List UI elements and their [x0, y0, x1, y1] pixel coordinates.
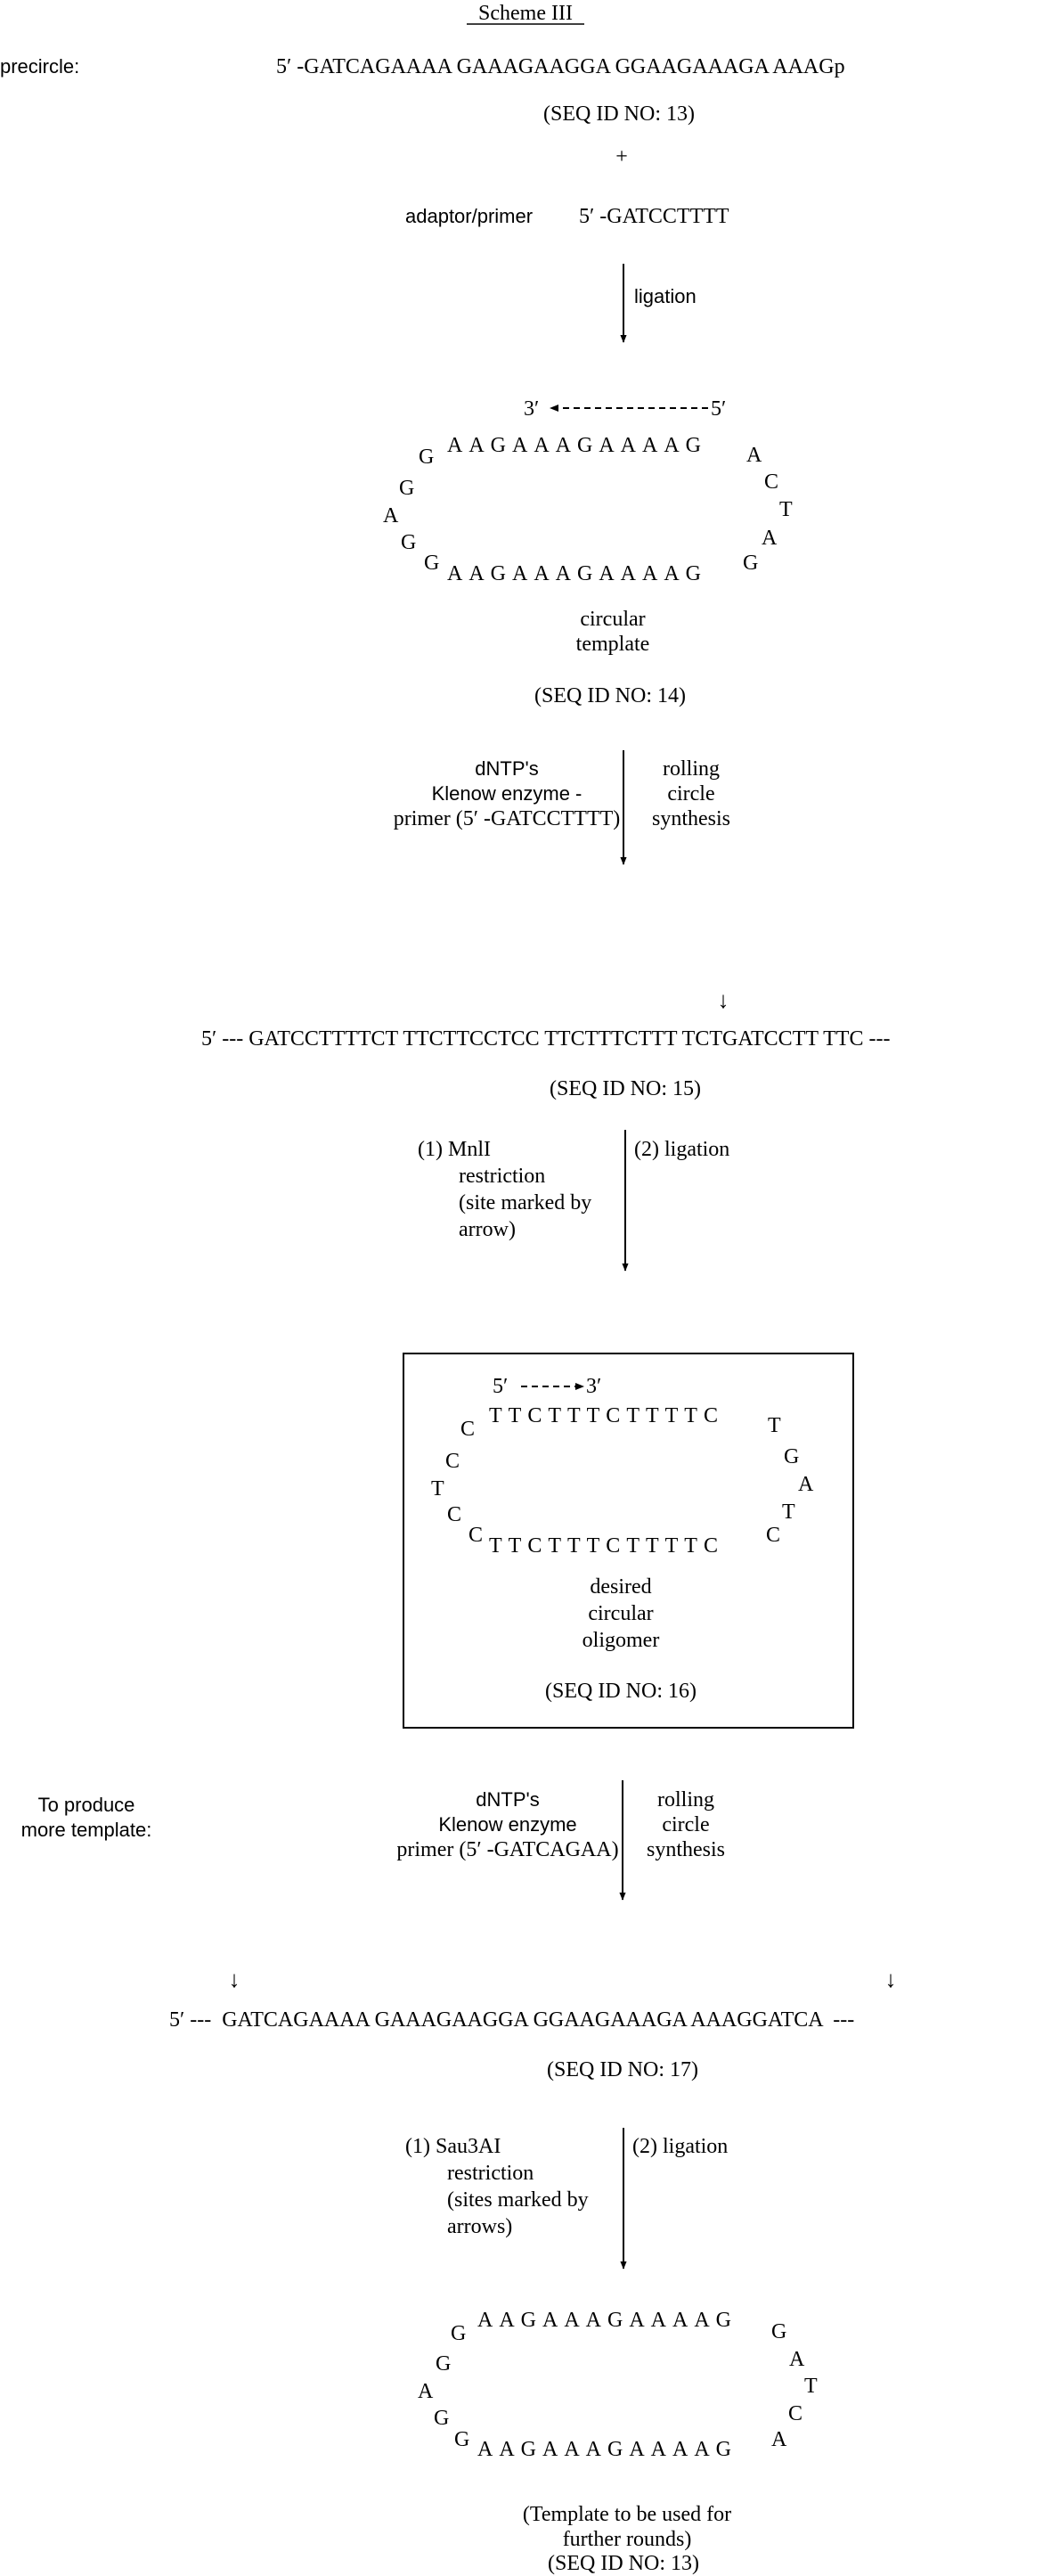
- step2-left-line3: primer (5′ -GATCCTTTT): [394, 807, 621, 830]
- product1-seq-id: (SEQ ID NO: 15): [550, 1077, 701, 1100]
- circle-template-1: 3′ 5′ AAGAAAGAAAAG AAGAAAGAAAAG G G A G …: [383, 397, 793, 585]
- circle3-right-letter: A: [789, 2348, 805, 2371]
- precircle-sequence: 5′ -GATCAGAAAA GAAAGAAGGA GGAAGAAAGA AAA…: [276, 55, 845, 78]
- circle1-bottom-strand: AAGAAAGAAAAG: [447, 562, 707, 585]
- precircle-seq-id: (SEQ ID NO: 13): [543, 102, 695, 126]
- step4-side-line1: To produce: [38, 1794, 135, 1816]
- step2-right-line1: rolling: [663, 757, 720, 781]
- circle2-caption-line2: circular: [588, 1602, 653, 1625]
- plus-sign: +: [615, 145, 628, 168]
- circle1-right-letter: T: [779, 498, 793, 521]
- step3-left-line3: (site marked by: [459, 1191, 591, 1214]
- step5-left-line4: arrows): [447, 2215, 512, 2238]
- circle1-left-letter: G: [399, 477, 414, 500]
- circle1-left-letter: G: [419, 446, 434, 469]
- circle1-right-letter: A: [746, 444, 762, 467]
- circle-oligomer: 5′ 3′ TTCTTTCTTTTC TTCTTTCTTTTC C C T C …: [431, 1375, 814, 1558]
- circle3-left-letter: A: [418, 2380, 434, 2403]
- circle-template-2: AAGAAAGAAAAG AAGAAAGAAAAG G G A G G G A …: [418, 2309, 818, 2461]
- circle2-right-letter: C: [766, 1524, 780, 1547]
- scheme-title: Scheme III: [478, 2, 573, 25]
- step3-right-label: (2) ligation: [634, 1138, 729, 1161]
- circle2-left-letter: T: [431, 1477, 444, 1501]
- step2-left-line2: Klenow enzyme -: [432, 782, 583, 805]
- circle3-left-letter: G: [436, 2352, 451, 2376]
- circle3-bottom-strand: AAGAAAGAAAAG: [477, 2438, 737, 2461]
- circle2-right-letter: T: [782, 1501, 795, 1524]
- circle1-left-letter: G: [424, 552, 439, 575]
- sau3ai-site-arrow-right: ↓: [885, 1967, 897, 1992]
- circle1-5-prime: 5′: [711, 397, 726, 421]
- step5-right-label: (2) ligation: [632, 2135, 728, 2158]
- circle3-caption-line2: further rounds): [563, 2528, 692, 2551]
- circle3-right-letter: C: [788, 2402, 803, 2425]
- step4-right-line3: synthesis: [647, 1838, 725, 1861]
- product1-sequence: 5′ --- GATCCTTTTCT TTCTTCCTCC TTCTTTCTTT…: [201, 1027, 890, 1051]
- step4-left-line2: Klenow enzyme: [438, 1813, 576, 1836]
- circle2-left-letter: C: [468, 1524, 483, 1547]
- circle2-caption-line1: desired: [590, 1575, 651, 1599]
- precircle-label: precircle:: [0, 55, 79, 78]
- circle2-left-letter: C: [445, 1450, 460, 1473]
- circle3-caption-line1: (Template to be used for: [523, 2503, 731, 2526]
- product2-seq-id: (SEQ ID NO: 17): [547, 2058, 698, 2081]
- adaptor-sequence: 5′ -GATCCTTTT: [579, 205, 729, 228]
- step4-right-line2: circle: [662, 1813, 709, 1836]
- circle3-top-strand: AAGAAAGAAAAG: [477, 2309, 737, 2332]
- step2-right-line3: synthesis: [652, 807, 730, 830]
- circle2-right-letter: A: [798, 1473, 814, 1496]
- circle3-right-letter: T: [804, 2375, 818, 2398]
- circle2-left-letter: C: [447, 1503, 461, 1526]
- step5-left-line2: restriction: [447, 2162, 534, 2185]
- circle1-seq-id: (SEQ ID NO: 14): [534, 684, 686, 707]
- circle2-left-letter: C: [460, 1418, 475, 1441]
- ligation-label: ligation: [634, 285, 697, 307]
- step3-left-line2: restriction: [459, 1165, 545, 1188]
- circle2-top-strand: TTCTTTCTTTTC: [489, 1404, 724, 1427]
- circle2-bottom-strand: TTCTTTCTTTTC: [489, 1534, 724, 1558]
- circle3-right-letter: G: [771, 2320, 786, 2343]
- sau3ai-site-arrow-left: ↓: [229, 1967, 240, 1992]
- circle1-left-letter: A: [383, 504, 399, 527]
- circle2-caption-line3: oligomer: [583, 1629, 660, 1652]
- circle3-right-letter: A: [771, 2428, 787, 2451]
- step4-side-line2: more template:: [21, 1819, 152, 1841]
- circle3-seq-id: (SEQ ID NO: 13): [548, 2552, 699, 2575]
- circle2-right-letter: G: [784, 1445, 799, 1468]
- circle1-caption-line1: circular: [580, 608, 645, 631]
- step4-right-line1: rolling: [657, 1788, 714, 1811]
- step2-left-line1: dNTP's: [475, 757, 538, 780]
- circle2-5-prime: 5′: [493, 1375, 508, 1398]
- product2-sequence: 5′ --- GATCAGAAAA GAAAGAAGGA GGAAGAAAGA …: [169, 2008, 854, 2032]
- circle3-left-letter: G: [451, 2322, 466, 2345]
- circle3-left-letter: G: [434, 2407, 449, 2430]
- step4-left-line1: dNTP's: [476, 1788, 539, 1811]
- circle2-3-prime: 3′: [586, 1375, 601, 1398]
- circle3-left-letter: G: [454, 2428, 469, 2451]
- step3-left-line4: arrow): [459, 1218, 516, 1241]
- mnli-site-arrow: ↓: [718, 987, 729, 1013]
- circle1-left-letter: G: [401, 531, 416, 554]
- step3-left-line1: (1) MnlI: [418, 1138, 491, 1161]
- step4-left-line3: primer (5′ -GATCAGAA): [396, 1838, 618, 1861]
- step5-left-line1: (1) Sau3AI: [405, 2135, 501, 2158]
- circle1-caption-line2: template: [576, 633, 650, 656]
- circle1-right-letter: C: [764, 470, 778, 494]
- step5-left-line3: (sites marked by: [447, 2188, 589, 2212]
- adaptor-label: adaptor/primer: [405, 205, 533, 227]
- circle2-seq-id: (SEQ ID NO: 16): [545, 1680, 697, 1703]
- circle1-right-letter: A: [762, 527, 778, 550]
- step2-right-line2: circle: [667, 782, 714, 806]
- circle2-right-letter: T: [768, 1414, 781, 1437]
- circle1-top-strand: AAGAAAGAAAAG: [447, 434, 707, 457]
- circle1-3-prime: 3′: [524, 397, 539, 421]
- circle1-right-letter: G: [743, 552, 758, 575]
